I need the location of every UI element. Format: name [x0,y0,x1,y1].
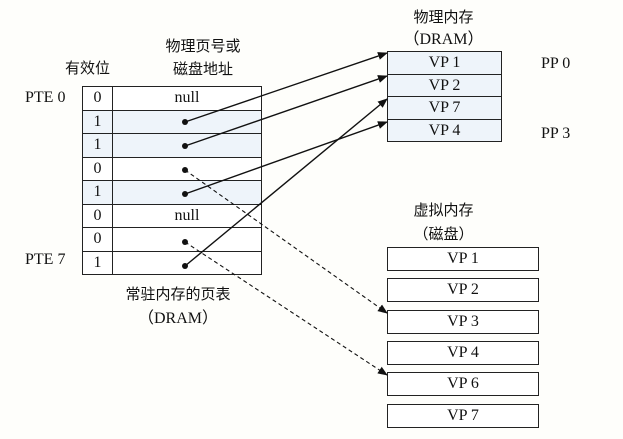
page-table-caption-line1: 常驻内存的页表 [125,285,231,303]
physical-page: VP 4 [388,120,501,142]
addr-header-line2: 磁盘地址 [172,60,233,78]
disk-mapping-arrow [184,169,388,314]
pte-row: 1 [83,110,261,134]
pte-row: 1 [83,251,261,275]
dram-mapping-arrow [184,75,388,147]
disk-page: VP 2 [387,278,539,302]
pte-row: 0 [83,228,261,252]
valid-bit: 0 [83,228,113,251]
valid-bit: 1 [83,181,113,204]
pp-first-label: PP 0 [541,55,571,72]
physical-page: VP 1 [388,52,501,75]
valid-bit: 0 [83,87,113,110]
page-table: 0 null 1 1 0 1 0 null 0 1 [82,86,262,275]
physical-memory-subtitle: （DRAM） [403,31,484,48]
pte-last-label: PTE 7 [25,251,66,268]
dram-mapping-arrow [184,98,388,267]
dram-mapping-arrow [184,121,388,195]
valid-bit: 1 [83,110,113,133]
pte-row: 0 [83,157,261,181]
valid-bit: 1 [83,134,113,157]
disk-mapping-arrow [184,241,388,376]
disk-page: VP 3 [387,310,539,334]
pte-address: null [174,206,200,224]
pte-first-label: PTE 0 [25,89,66,106]
physical-memory-title: 物理内存 [413,8,474,26]
physical-memory: VP 1 VP 2 VP 7 VP 4 [387,51,502,142]
page-table-caption-line2: （DRAM） [137,310,218,327]
addr-header-line1: 物理页号或 [165,37,241,55]
valid-bit: 0 [83,157,113,180]
valid-bit: 0 [83,204,113,227]
pte-address: null [174,89,200,106]
physical-page: VP 2 [388,75,501,97]
virtual-memory-title: 虚拟内存 [413,201,474,219]
virtual-memory-subtitle: （磁盘） [413,225,474,243]
pp-last-label: PP 3 [541,125,571,142]
disk-page: VP 6 [387,372,539,396]
dram-mapping-arrow [184,52,388,123]
disk-page: VP 7 [387,404,539,428]
pte-row: 1 [83,181,261,205]
valid-bit: 1 [83,251,113,274]
disk-page: VP 1 [387,247,539,271]
pte-row: 0 null [83,204,261,228]
pte-row: 0 null [83,87,261,111]
disk-page: VP 4 [387,341,539,365]
pte-row: 1 [83,134,261,158]
valid-bit-header: 有效位 [65,59,111,77]
physical-page: VP 7 [388,97,501,120]
